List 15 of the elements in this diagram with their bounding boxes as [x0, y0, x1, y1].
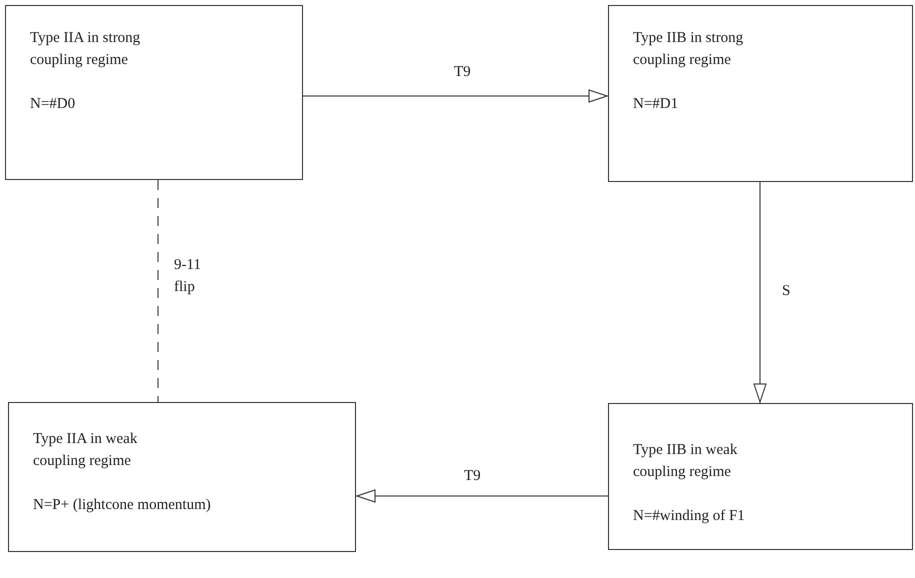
box-text: Type IIB in strong coupling regime [633, 29, 744, 70]
box-text: N=#winding of F1 [633, 506, 746, 526]
box-text: N=P+ (lightcone momentum) [33, 496, 212, 514]
text-box [8, 402, 356, 552]
box-text: Type IIA in strong coupling regime [30, 29, 142, 70]
text-box [608, 5, 913, 182]
arrow [356, 490, 608, 502]
text-box [608, 403, 913, 550]
arrow [754, 182, 766, 404]
box-text: Type IIB in weak coupling regime [633, 441, 738, 482]
text-box [5, 5, 303, 180]
box-text: Type IIA in weak coupling regime [33, 430, 138, 471]
box-text: N=#D0 [30, 94, 76, 114]
arrow [302, 90, 608, 102]
box-text: N=#D1 [633, 94, 680, 114]
